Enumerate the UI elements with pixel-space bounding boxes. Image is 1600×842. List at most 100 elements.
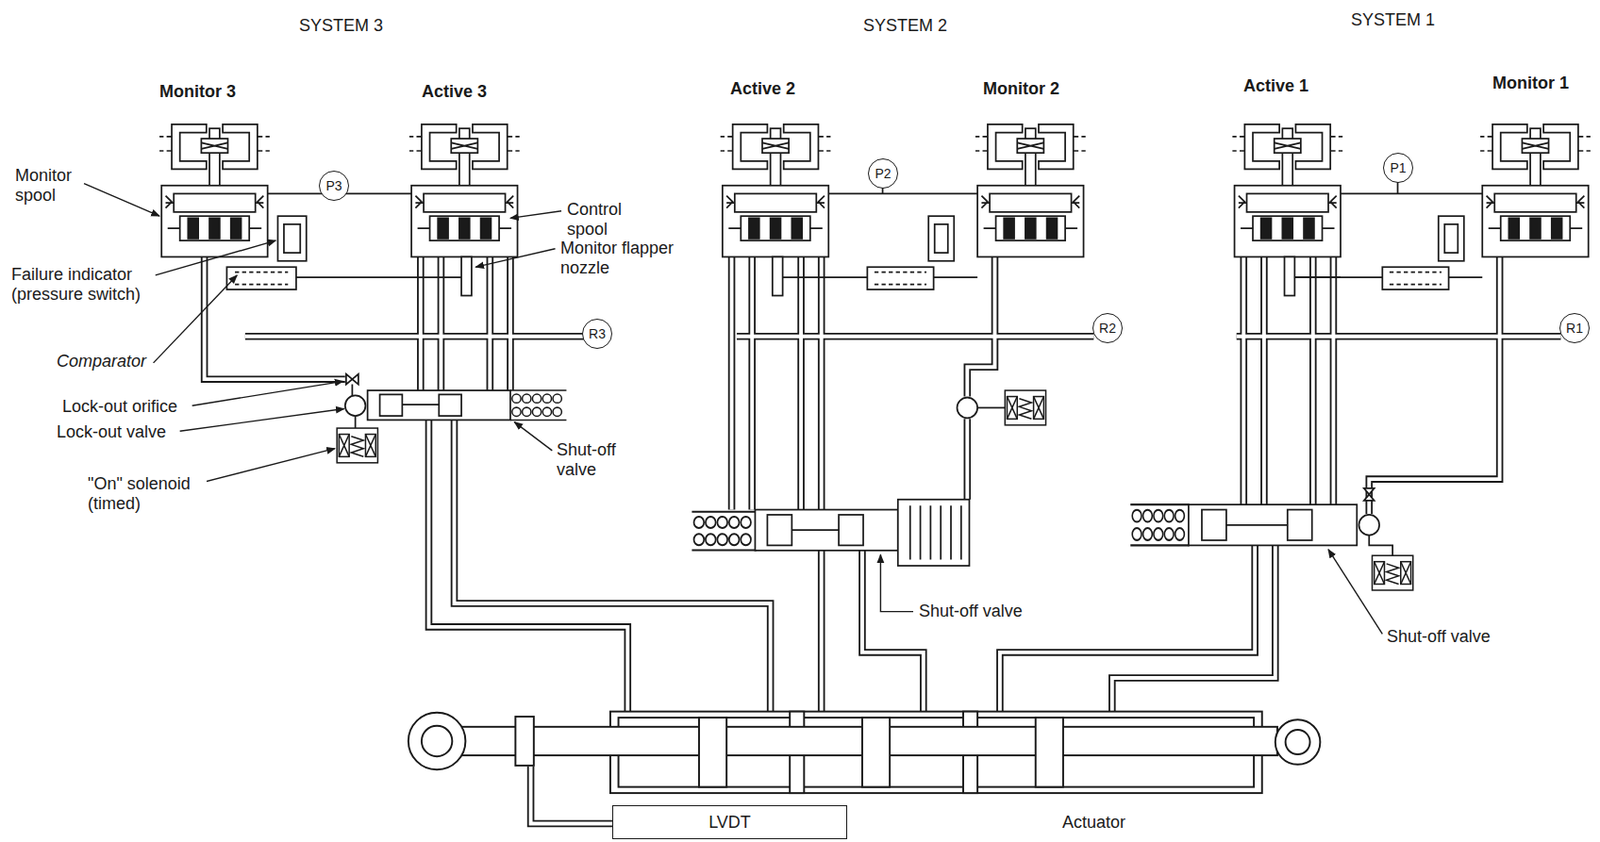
callout-label: Monitor spool bbox=[14, 166, 73, 205]
sensor-name: LVDT bbox=[708, 814, 751, 832]
leader-line bbox=[514, 422, 552, 451]
actuator-drawing bbox=[1275, 719, 1321, 766]
leader-line bbox=[155, 240, 277, 276]
comparator-block bbox=[928, 216, 954, 262]
comparator-block bbox=[1389, 272, 1442, 285]
comparator-block bbox=[226, 216, 1464, 296]
comparator-block bbox=[934, 224, 949, 253]
actuator-drawing bbox=[699, 717, 727, 788]
servo-valve bbox=[720, 124, 832, 258]
leader-line bbox=[199, 449, 335, 484]
shut-off-valve bbox=[910, 505, 962, 560]
shut-off-valve bbox=[754, 510, 898, 551]
callout-label: Monitor flapper nozzle bbox=[559, 238, 694, 278]
callout-label: "On" solenoid (timed) bbox=[86, 474, 207, 514]
comparator-block bbox=[772, 256, 784, 296]
spring-symbol bbox=[510, 390, 567, 420]
shut-off-valve bbox=[336, 374, 1414, 591]
actuator-drawing bbox=[515, 716, 534, 767]
leader-line bbox=[475, 249, 555, 267]
port-name: R3 bbox=[588, 327, 606, 341]
shut-off-valve bbox=[346, 374, 359, 385]
spring-symbol bbox=[1130, 504, 1189, 546]
port-circle: R1 bbox=[1559, 313, 1590, 344]
channel-label: Monitor 2 bbox=[982, 79, 1061, 100]
channel-label: Monitor 1 bbox=[1491, 73, 1570, 94]
shut-off-valve bbox=[956, 398, 978, 419]
comparator-block bbox=[1284, 256, 1296, 296]
shut-off-valve bbox=[380, 394, 403, 417]
shut-off-valve bbox=[766, 515, 792, 546]
callout-label: Shut-off valve bbox=[917, 601, 1024, 622]
callout-label: Comparator bbox=[55, 351, 148, 372]
part-label: Actuator bbox=[1061, 813, 1127, 834]
actuator-drawing bbox=[1035, 717, 1064, 788]
shut-off-valve bbox=[791, 529, 839, 532]
shut-off-valve bbox=[898, 500, 970, 567]
comparator-block bbox=[277, 216, 306, 262]
shut-off-valve bbox=[1358, 515, 1380, 536]
port-circle: R3 bbox=[582, 318, 613, 350]
shut-off-valve bbox=[1188, 504, 1357, 546]
hydraulic-line bbox=[204, 256, 1562, 824]
hydraulic-line bbox=[204, 256, 1562, 824]
leader-line bbox=[83, 183, 1383, 635]
port-circle: P1 bbox=[1383, 152, 1414, 184]
signal-line bbox=[1368, 535, 1393, 557]
actuator-drawing bbox=[408, 713, 467, 771]
port-circle: P2 bbox=[867, 158, 899, 189]
channel-label: Active 2 bbox=[729, 79, 797, 100]
port-circle: P3 bbox=[318, 170, 350, 201]
leader-line bbox=[880, 554, 914, 613]
servo-valve bbox=[1480, 124, 1591, 258]
actuator-drawing bbox=[421, 726, 452, 757]
signal-line bbox=[267, 276, 1341, 279]
solenoid-symbol bbox=[1004, 390, 1046, 426]
system-heading: SYSTEM 3 bbox=[298, 16, 384, 36]
shut-off-valve bbox=[401, 403, 439, 406]
comparator-block bbox=[1438, 216, 1465, 262]
servo-valve bbox=[409, 124, 520, 258]
actuator-drawing bbox=[408, 712, 1321, 794]
signal-line bbox=[977, 407, 1005, 410]
callout-label: Control spool bbox=[566, 200, 623, 239]
shut-off-valve bbox=[1364, 488, 1375, 501]
comparator-block bbox=[234, 272, 288, 285]
channel-label: Active 1 bbox=[1242, 76, 1310, 97]
comparator-block bbox=[1444, 224, 1458, 253]
sensor-box: LVDT bbox=[612, 805, 848, 840]
port-name: R2 bbox=[1099, 321, 1117, 335]
actuator-drawing bbox=[862, 717, 890, 788]
shut-off-valve bbox=[1201, 510, 1227, 541]
system-heading: SYSTEM 2 bbox=[862, 16, 949, 36]
port-name: P2 bbox=[874, 166, 891, 181]
port-name: P1 bbox=[1389, 161, 1406, 175]
servo-valve bbox=[975, 124, 1086, 258]
hydraulic-line bbox=[204, 256, 1562, 824]
shut-off-valve bbox=[1226, 524, 1288, 527]
leader-line bbox=[510, 211, 562, 219]
comparator-block bbox=[226, 266, 297, 290]
spring-symbol bbox=[691, 512, 756, 551]
comparator-block bbox=[874, 272, 927, 285]
system-heading: SYSTEM 1 bbox=[1350, 10, 1436, 31]
shut-off-valve bbox=[438, 394, 462, 417]
comparator-block bbox=[866, 266, 934, 290]
actuator-drawing bbox=[1285, 730, 1311, 755]
servo-valve bbox=[159, 124, 270, 258]
leader-line bbox=[153, 275, 238, 364]
callout-label: Shut-off valve bbox=[1385, 627, 1492, 648]
servo-valve bbox=[159, 124, 1591, 258]
solenoid-symbol bbox=[336, 428, 378, 464]
shut-off-valve bbox=[367, 390, 511, 420]
comparator-block bbox=[1382, 266, 1449, 290]
shut-off-valve bbox=[345, 395, 367, 417]
solenoid-symbol bbox=[1372, 555, 1414, 591]
leader-line bbox=[192, 381, 344, 406]
leader-line bbox=[1328, 550, 1383, 635]
callout-label: Lock-out orifice bbox=[61, 397, 179, 417]
port-name: P3 bbox=[325, 179, 342, 193]
port-name: R1 bbox=[1566, 321, 1584, 335]
